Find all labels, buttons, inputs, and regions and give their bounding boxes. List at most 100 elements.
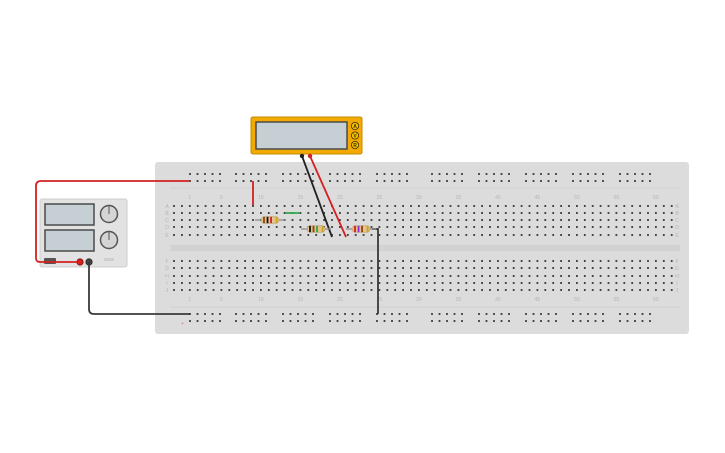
breadboard-hole[interactable] bbox=[433, 234, 436, 236]
resistor-1[interactable] bbox=[255, 216, 285, 224]
rail-hole[interactable] bbox=[351, 173, 354, 175]
breadboard-hole[interactable] bbox=[615, 205, 618, 207]
rail-hole[interactable] bbox=[540, 180, 542, 182]
breadboard-hole[interactable] bbox=[260, 212, 262, 214]
breadboard-hole[interactable] bbox=[354, 234, 357, 236]
breadboard-hole[interactable] bbox=[267, 234, 270, 236]
breadboard-hole[interactable] bbox=[418, 226, 420, 228]
rail-hole[interactable] bbox=[461, 173, 463, 175]
breadboard-hole[interactable] bbox=[267, 282, 270, 284]
breadboard-hole[interactable] bbox=[275, 289, 278, 291]
breadboard-hole[interactable] bbox=[418, 275, 420, 277]
breadboard-hole[interactable] bbox=[497, 205, 499, 207]
rail-hole[interactable] bbox=[594, 313, 597, 315]
breadboard-hole[interactable] bbox=[504, 267, 507, 269]
breadboard-hole[interactable] bbox=[307, 212, 310, 214]
breadboard-hole[interactable] bbox=[370, 212, 373, 214]
rail-hole[interactable] bbox=[211, 313, 214, 315]
breadboard-hole[interactable] bbox=[331, 275, 333, 277]
breadboard-hole[interactable] bbox=[449, 282, 452, 284]
breadboard-hole[interactable] bbox=[544, 260, 547, 262]
breadboard-hole[interactable] bbox=[568, 212, 570, 214]
breadboard-hole[interactable] bbox=[441, 260, 444, 262]
rail-hole[interactable] bbox=[398, 320, 401, 322]
breadboard-hole[interactable] bbox=[244, 219, 246, 221]
rail-hole[interactable] bbox=[508, 173, 510, 175]
breadboard-hole[interactable] bbox=[236, 226, 239, 228]
breadboard-hole[interactable] bbox=[655, 219, 657, 221]
rail-hole[interactable] bbox=[540, 173, 542, 175]
breadboard-hole[interactable] bbox=[425, 212, 428, 214]
breadboard-hole[interactable] bbox=[212, 219, 215, 221]
breadboard-hole[interactable] bbox=[512, 226, 515, 228]
rail-hole[interactable] bbox=[257, 180, 260, 182]
breadboard-hole[interactable] bbox=[536, 289, 539, 291]
breadboard-hole[interactable] bbox=[394, 275, 397, 277]
rail-hole[interactable] bbox=[478, 320, 480, 322]
breadboard-hole[interactable] bbox=[615, 289, 618, 291]
breadboard-hole[interactable] bbox=[315, 219, 318, 221]
breadboard-hole[interactable] bbox=[591, 234, 594, 236]
breadboard-hole[interactable] bbox=[244, 205, 246, 207]
breadboard-hole[interactable] bbox=[196, 234, 199, 236]
breadboard-hole[interactable] bbox=[220, 282, 223, 284]
breadboard-hole[interactable] bbox=[204, 226, 207, 228]
breadboard-hole[interactable] bbox=[465, 267, 468, 269]
breadboard-hole[interactable] bbox=[433, 219, 436, 221]
breadboard-hole[interactable] bbox=[457, 219, 460, 221]
rail-hole[interactable] bbox=[383, 313, 386, 315]
breadboard-hole[interactable] bbox=[457, 275, 460, 277]
rail-hole[interactable] bbox=[204, 313, 206, 315]
breadboard-hole[interactable] bbox=[315, 267, 318, 269]
breadboard-hole[interactable] bbox=[331, 226, 333, 228]
breadboard-hole[interactable] bbox=[425, 226, 428, 228]
rail-hole[interactable] bbox=[196, 173, 199, 175]
breadboard-hole[interactable] bbox=[228, 275, 231, 277]
breadboard-hole[interactable] bbox=[252, 234, 254, 236]
rail-hole[interactable] bbox=[211, 180, 214, 182]
rail-hole[interactable] bbox=[297, 320, 299, 322]
breadboard-hole[interactable] bbox=[441, 275, 444, 277]
breadboard-hole[interactable] bbox=[576, 205, 578, 207]
breadboard-hole[interactable] bbox=[568, 289, 570, 291]
rail-hole[interactable] bbox=[351, 320, 354, 322]
breadboard-hole[interactable] bbox=[504, 212, 507, 214]
breadboard-hole[interactable] bbox=[497, 219, 499, 221]
breadboard-hole[interactable] bbox=[378, 282, 381, 284]
breadboard-hole[interactable] bbox=[591, 219, 594, 221]
breadboard-hole[interactable] bbox=[591, 226, 594, 228]
rail-hole[interactable] bbox=[304, 313, 307, 315]
rail-hole[interactable] bbox=[626, 180, 629, 182]
breadboard-hole[interactable] bbox=[370, 205, 373, 207]
breadboard-hole[interactable] bbox=[639, 260, 641, 262]
rail-hole[interactable] bbox=[532, 173, 535, 175]
breadboard-hole[interactable] bbox=[181, 267, 183, 269]
rail-hole[interactable] bbox=[329, 180, 331, 182]
breadboard-hole[interactable] bbox=[544, 282, 547, 284]
breadboard-hole[interactable] bbox=[188, 219, 191, 221]
rail-hole[interactable] bbox=[219, 180, 221, 182]
breadboard-hole[interactable] bbox=[449, 260, 452, 262]
breadboard-hole[interactable] bbox=[228, 205, 231, 207]
breadboard-hole[interactable] bbox=[220, 219, 223, 221]
breadboard-hole[interactable] bbox=[323, 267, 325, 269]
breadboard-hole[interactable] bbox=[236, 275, 239, 277]
breadboard-hole[interactable] bbox=[410, 205, 412, 207]
rail-hole[interactable] bbox=[189, 320, 191, 322]
breadboard-hole[interactable] bbox=[244, 260, 246, 262]
breadboard-hole[interactable] bbox=[552, 212, 555, 214]
breadboard-hole[interactable] bbox=[188, 212, 191, 214]
breadboard-hole[interactable] bbox=[615, 260, 618, 262]
breadboard-hole[interactable] bbox=[433, 282, 436, 284]
breadboard-hole[interactable] bbox=[591, 282, 594, 284]
breadboard-hole[interactable] bbox=[299, 282, 302, 284]
breadboard-hole[interactable] bbox=[576, 219, 578, 221]
breadboard-hole[interactable] bbox=[410, 267, 412, 269]
breadboard-hole[interactable] bbox=[481, 267, 483, 269]
rail-hole[interactable] bbox=[572, 173, 574, 175]
breadboard-hole[interactable] bbox=[188, 205, 191, 207]
rail-hole[interactable] bbox=[572, 320, 574, 322]
breadboard-hole[interactable] bbox=[497, 234, 499, 236]
rail-hole[interactable] bbox=[406, 173, 408, 175]
breadboard-hole[interactable] bbox=[346, 226, 349, 228]
